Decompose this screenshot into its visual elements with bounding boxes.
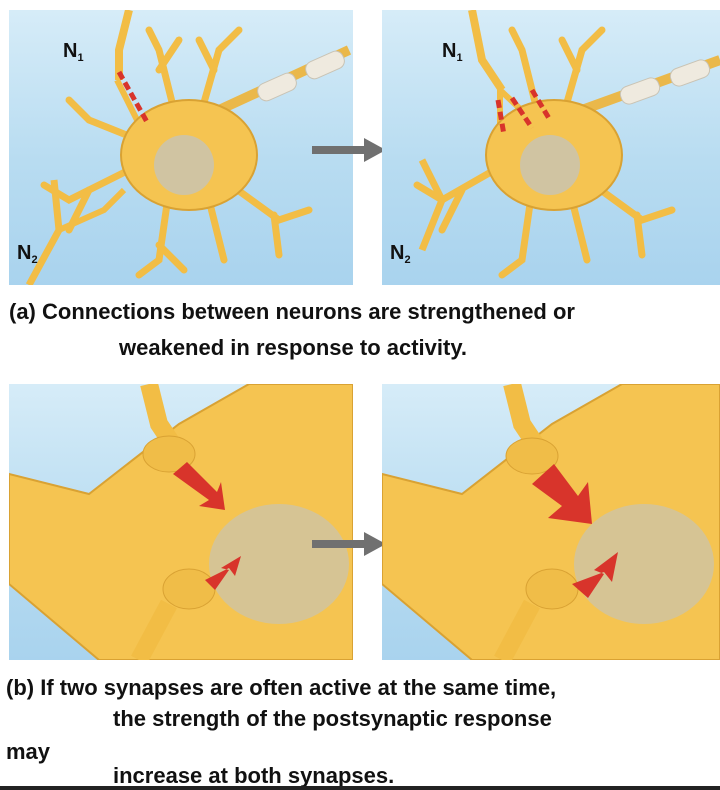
bottom-rule [0, 786, 720, 790]
label-n1: N1 [63, 40, 84, 64]
panel-a-before: N1 N2 [9, 10, 353, 285]
caption-a-line1: (a) Connections between neurons are stre… [9, 299, 575, 324]
neuron-before-illustration [25, 10, 352, 285]
panel-a-after: N1 N2 [382, 10, 720, 285]
caption-a-line2: weakened in response to activity. [119, 335, 468, 360]
synapse-after-illustration [382, 384, 720, 660]
caption-b-line3: may [6, 739, 51, 764]
panel-b-before [9, 384, 353, 660]
synapse-before-illustration [9, 384, 353, 660]
label-n2-after: N2 [390, 242, 411, 266]
neuron-after-illustration [413, 10, 720, 279]
label-n2: N2 [17, 242, 38, 266]
label-n1-after: N1 [442, 40, 463, 64]
transition-arrow-a [312, 138, 386, 162]
transition-arrow-b [312, 532, 386, 556]
panel-b-after [382, 384, 720, 660]
caption-b-line1: (b) If two synapses are often active at … [6, 675, 557, 700]
caption-b-line2: the strength of the postsynaptic respons… [113, 706, 552, 731]
caption-b-line4: increase at both synapses. [113, 763, 395, 788]
